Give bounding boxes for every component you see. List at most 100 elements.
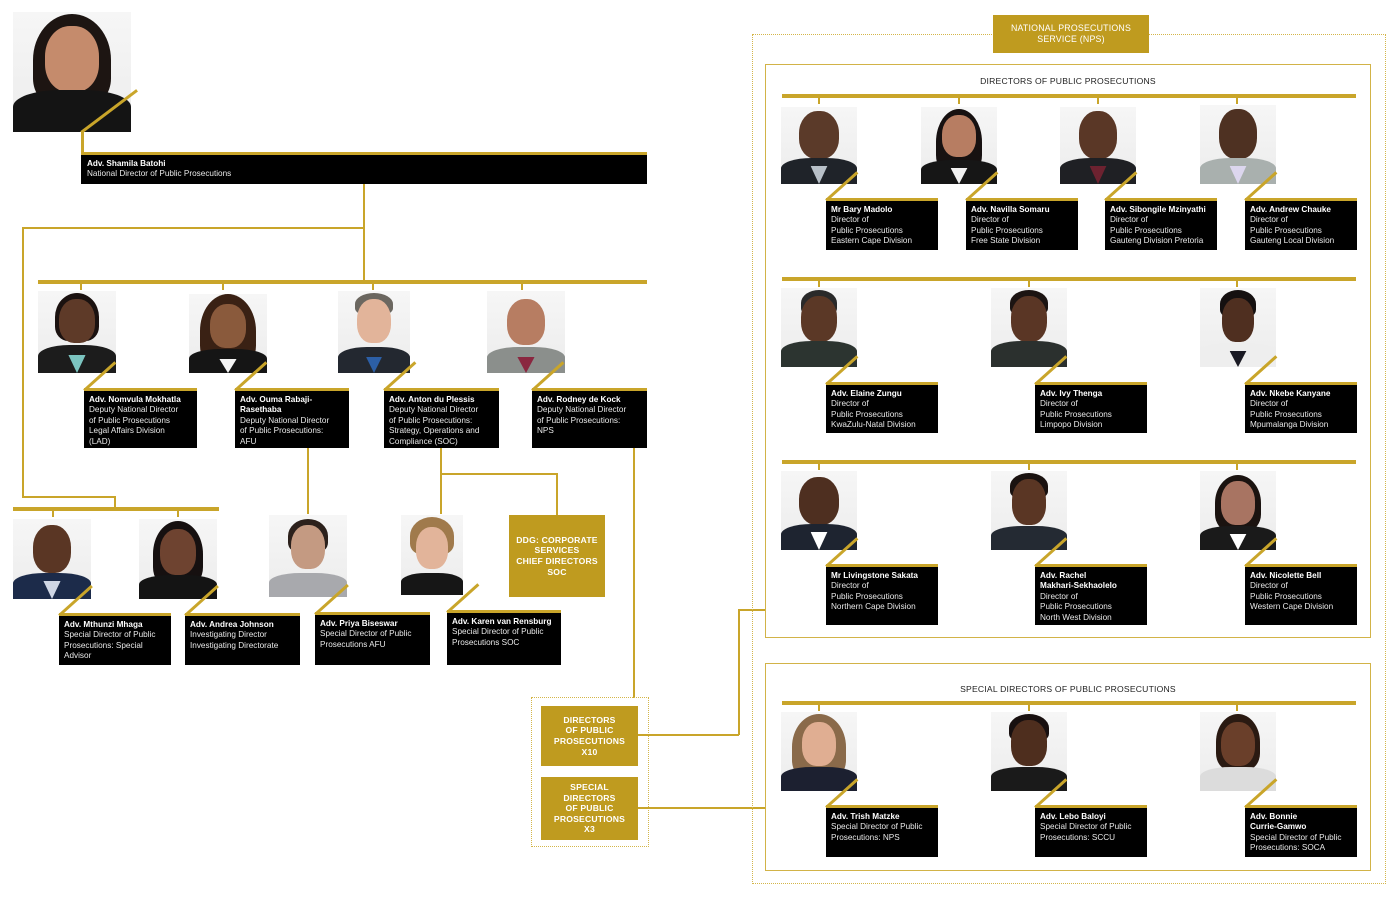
person-name: Adv. Bonnie Currie-Gamwo [1250, 812, 1307, 832]
dpp-panel-title: DIRECTORS OF PUBLIC PROSECUTIONS [980, 76, 1156, 86]
dpp-card[interactable]: Adv. Nkebe Kanyane Director of Public Pr… [1245, 382, 1357, 433]
connector [307, 448, 309, 514]
special-photo [269, 515, 347, 597]
connector [440, 473, 557, 475]
person-name: Adv. Andrew Chauke [1250, 205, 1331, 214]
special-card[interactable]: Adv. Priya Biseswar Special Director of … [315, 612, 430, 665]
dpp-card[interactable]: Adv. Ivy Thenga Director of Public Prose… [1035, 382, 1147, 433]
person-role: Special Director of Public Prosecutions:… [64, 630, 156, 661]
connector [22, 227, 364, 229]
person-role: Special Director of Public Prosecutions … [452, 627, 544, 647]
dpp-photo [921, 107, 997, 184]
ndpp-card[interactable]: Adv. Shamila Batohi National Director of… [81, 152, 647, 184]
connector [738, 609, 740, 735]
deputies-bar [38, 280, 647, 284]
connector [958, 98, 960, 104]
dpp-card[interactable]: Adv. Navilla Somaru Director of Public P… [966, 198, 1078, 250]
deputy-card[interactable]: Adv. Nomvula Mokhatla Deputy National Di… [84, 388, 197, 448]
connector [633, 448, 635, 698]
dpp-photo [1200, 105, 1276, 184]
dpp-card[interactable]: Adv. Sibongile Mzinyathi Director of Pub… [1105, 198, 1217, 250]
deputy-card[interactable]: Adv. Rodney de Kock Deputy National Dire… [532, 388, 647, 448]
special-card[interactable]: Adv. Andrea Johnson Investigating Direct… [185, 613, 300, 665]
person-role: Deputy National Director of Public Prose… [389, 405, 480, 446]
dpp-count-box[interactable]: DIRECTORS OF PUBLIC PROSECUTIONS X10 [541, 706, 638, 766]
person-role: Director of Public Prosecutions North We… [1040, 591, 1112, 622]
connector [556, 473, 558, 515]
sdpp-bar [782, 701, 1356, 705]
person-role: Director of Public Prosecutions Gauteng … [1110, 215, 1204, 246]
connector [440, 448, 442, 514]
sdpp-card[interactable]: Adv. Lebo Baloyi Special Director of Pub… [1035, 805, 1147, 857]
connector [521, 284, 523, 290]
deputy-photo [487, 291, 565, 373]
sdpp-card[interactable]: Adv. Trish Matzke Special Director of Pu… [826, 805, 938, 857]
person-role: Special Director of Public Prosecutions:… [831, 822, 923, 842]
person-name: Mr Bary Madolo [831, 205, 893, 214]
connector [372, 284, 374, 290]
dpp-photo [781, 471, 857, 550]
connector [1236, 281, 1238, 287]
deputy-card[interactable]: Adv. Anton du Plessis Deputy National Di… [384, 388, 499, 448]
dpp-card[interactable]: Mr Bary Madolo Director of Public Prosec… [826, 198, 938, 250]
connector [222, 284, 224, 290]
dpp-card[interactable]: Adv. Andrew Chauke Director of Public Pr… [1245, 198, 1357, 250]
dpp-card[interactable]: Adv. Nicolette Bell Director of Public P… [1245, 564, 1357, 625]
person-name: Adv. Andrea Johnson [190, 620, 274, 629]
sdpp-card[interactable]: Adv. Bonnie Currie-Gamwo Special Directo… [1245, 805, 1357, 857]
special-photo [401, 515, 463, 595]
dpp-card[interactable]: Adv. Rachel Makhari-Sekhaolelo Director … [1035, 564, 1147, 625]
special-card[interactable]: Adv. Mthunzi Mhaga Special Director of P… [59, 613, 171, 665]
person-name: Adv. Ivy Thenga [1040, 389, 1103, 398]
person-role: Special Director of Public Prosecutions … [320, 629, 412, 649]
connector [818, 464, 820, 470]
person-role: Director of Public Prosecutions Gauteng … [1250, 215, 1335, 246]
deputy-photo [38, 291, 116, 373]
person-name: Adv. Elaine Zungu [831, 389, 902, 398]
person-role: Investigating Director Investigating Dir… [190, 630, 279, 650]
person-role: Director of Public Prosecutions Free Sta… [971, 215, 1043, 246]
dpp-card[interactable]: Mr Livingstone Sakata Director of Public… [826, 564, 938, 625]
sdpp-count-box[interactable]: SPECIAL DIRECTORS OF PUBLIC PROSECUTIONS… [541, 777, 638, 840]
person-role: Director of Public Prosecutions KwaZulu-… [831, 399, 916, 430]
special-card[interactable]: Adv. Karen van Rensburg Special Director… [447, 610, 561, 665]
person-role: Special Director of Public Prosecutions:… [1250, 832, 1342, 853]
person-name: Adv. Lebo Baloyi [1040, 812, 1106, 821]
deputy-card[interactable]: Adv. Ouma Rabaji- Rasethaba Deputy Natio… [235, 388, 349, 448]
person-name: Adv. Trish Matzke [831, 812, 900, 821]
person-role: Director of Public Prosecutions Western … [1250, 581, 1334, 612]
person-role: Director of Public Prosecutions Northern… [831, 581, 916, 612]
connector [1236, 705, 1238, 711]
ndpp-name: Adv. Shamila Batohi [87, 159, 166, 168]
sdpp-photo [991, 712, 1067, 791]
deputy-photo [189, 294, 267, 373]
dpp-photo [781, 288, 857, 367]
connector [1028, 464, 1030, 470]
ndpp-photo [13, 12, 131, 132]
ddg-corporate-services-box[interactable]: DDG: CORPORATE SERVICES CHIEF DIRECTORS … [509, 515, 605, 597]
ndpp-role: National Director of Public Prosecutions [87, 169, 232, 179]
person-role: Director of Public Prosecutions Limpopo … [1040, 399, 1112, 430]
person-name: Adv. Ouma Rabaji- Rasethaba [240, 395, 313, 415]
dpp-photo [991, 288, 1067, 367]
connector [818, 705, 820, 711]
sdpp-photo [781, 712, 857, 791]
dpp-photo [991, 471, 1067, 550]
connector [638, 807, 766, 809]
dpp-card[interactable]: Adv. Elaine Zungu Director of Public Pro… [826, 382, 938, 433]
person-name: Adv. Karen van Rensburg [452, 617, 552, 626]
person-name: Adv. Sibongile Mzinyathi [1110, 205, 1206, 214]
specials-bar [13, 507, 219, 511]
person-role: Deputy National Director of Public Prose… [240, 415, 330, 446]
person-name: Adv. Mthunzi Mhaga [64, 620, 143, 629]
connector [638, 734, 739, 736]
connector [22, 227, 24, 497]
person-name: Adv. Nomvula Mokhatla [89, 395, 181, 404]
person-role: Deputy National Director of Public Prose… [537, 405, 627, 436]
person-name: Adv. Priya Biseswar [320, 619, 398, 628]
dpp-row3-bar [782, 460, 1356, 464]
connector [818, 281, 820, 287]
connector [1028, 281, 1030, 287]
person-name: Adv. Nkebe Kanyane [1250, 389, 1331, 398]
person-name: Adv. Nicolette Bell [1250, 571, 1322, 580]
